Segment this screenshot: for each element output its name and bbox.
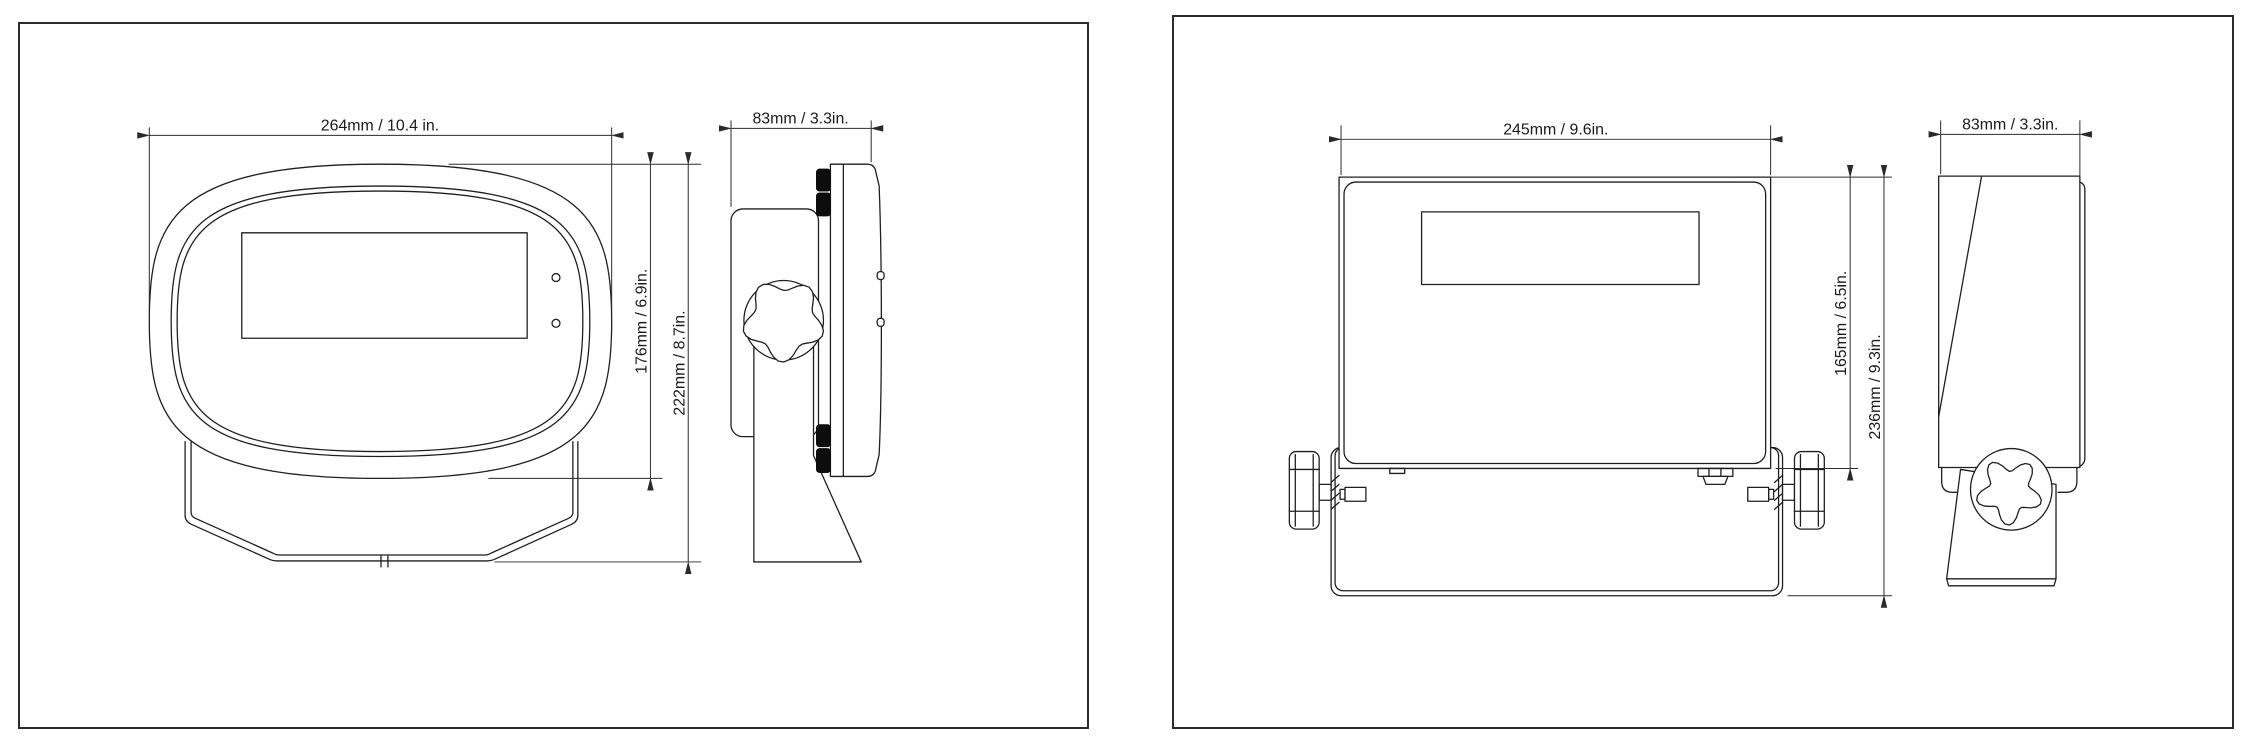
bracket-flange [2057, 466, 2078, 493]
display-window [241, 232, 528, 339]
right-drawing-svg: 245mm / 9.6in. 165mm / 6.5in. 236mm / 9.… [1288, 116, 2092, 608]
knob-shaft [1318, 483, 1332, 501]
shaft-step [1344, 486, 1367, 502]
display-window [1420, 211, 1700, 286]
front-width-dimension-label: 245mm / 9.6in. [1503, 121, 1608, 138]
panel-rounded-indicator: 264mm / 10.4 in. 176mm / 6.9in. 222mm / … [18, 22, 1089, 729]
front-height-dimension-label: 165mm / 6.5in. [1833, 271, 1850, 376]
front-view: 245mm / 9.6in. 165mm / 6.5in. 236mm / 9.… [1288, 121, 1892, 608]
cable-gland [1697, 467, 1734, 486]
bracket-flange [1941, 466, 1962, 493]
side-stud [876, 270, 885, 281]
sloped-front-edge [1938, 176, 1983, 418]
housing-profile [829, 163, 883, 478]
shaft-step [1767, 488, 1775, 500]
mounting-bracket [184, 440, 579, 568]
star-knob [742, 283, 825, 363]
depth-dimension: 83mm / 3.3in. [1928, 116, 2092, 180]
indicator-led-icon [551, 272, 561, 283]
front-width-dimension: 245mm / 9.6in. [1328, 121, 1783, 176]
shaft-step [1339, 488, 1346, 500]
housing-profile [1938, 175, 2081, 469]
rear-strip [2079, 181, 2086, 468]
front-view: 264mm / 10.4 in. 176mm / 6.9in. 222mm / … [137, 117, 702, 575]
depth-dimension: 83mm / 3.3in. [718, 110, 884, 207]
left-drawing-svg: 264mm / 10.4 in. 176mm / 6.9in. 222mm / … [137, 110, 885, 575]
right-washer-hatch [1773, 474, 1784, 510]
left-washer-hatch [1330, 474, 1340, 510]
overall-height-dimension-label: 222mm / 8.7in. [671, 311, 688, 416]
front-width-dimension: 264mm / 10.4 in. [137, 117, 624, 310]
shaft-step [1747, 486, 1770, 502]
right-knob [1747, 450, 1825, 530]
star-knob [1976, 461, 2042, 526]
indicator-led-icon [551, 318, 561, 328]
front-width-dimension-label: 264mm / 10.4 in. [321, 117, 439, 134]
front-height-dimension-label: 176mm / 6.9in. [633, 269, 650, 374]
side-view: 83mm / 3.3in. [1928, 116, 2092, 587]
left-knob [1288, 450, 1367, 530]
mounting-bracket [1330, 446, 1784, 597]
depth-dimension-label: 83mm / 3.3in. [1962, 116, 2058, 133]
side-view: 83mm / 3.3in. [718, 110, 885, 563]
bracket-foot [1945, 578, 2057, 587]
side-stud [876, 317, 885, 327]
overall-height-dimension-label: 236mm / 9.3in. [1867, 334, 1884, 439]
indicator-housing [1338, 176, 1772, 486]
depth-dimension-label: 83mm / 3.3in. [752, 110, 848, 127]
indicator-housing [148, 163, 613, 480]
front-height-dimensions: 176mm / 6.9in. 222mm / 8.7in. [448, 152, 702, 575]
panel-box-indicator: 245mm / 9.6in. 165mm / 6.5in. 236mm / 9.… [1172, 15, 2234, 729]
bottom-notch [1389, 467, 1406, 475]
front-height-dimensions: 165mm / 6.5in. 236mm / 9.3in. [1731, 165, 1892, 608]
knob-shaft [1781, 483, 1796, 501]
cable-glands [816, 168, 831, 473]
